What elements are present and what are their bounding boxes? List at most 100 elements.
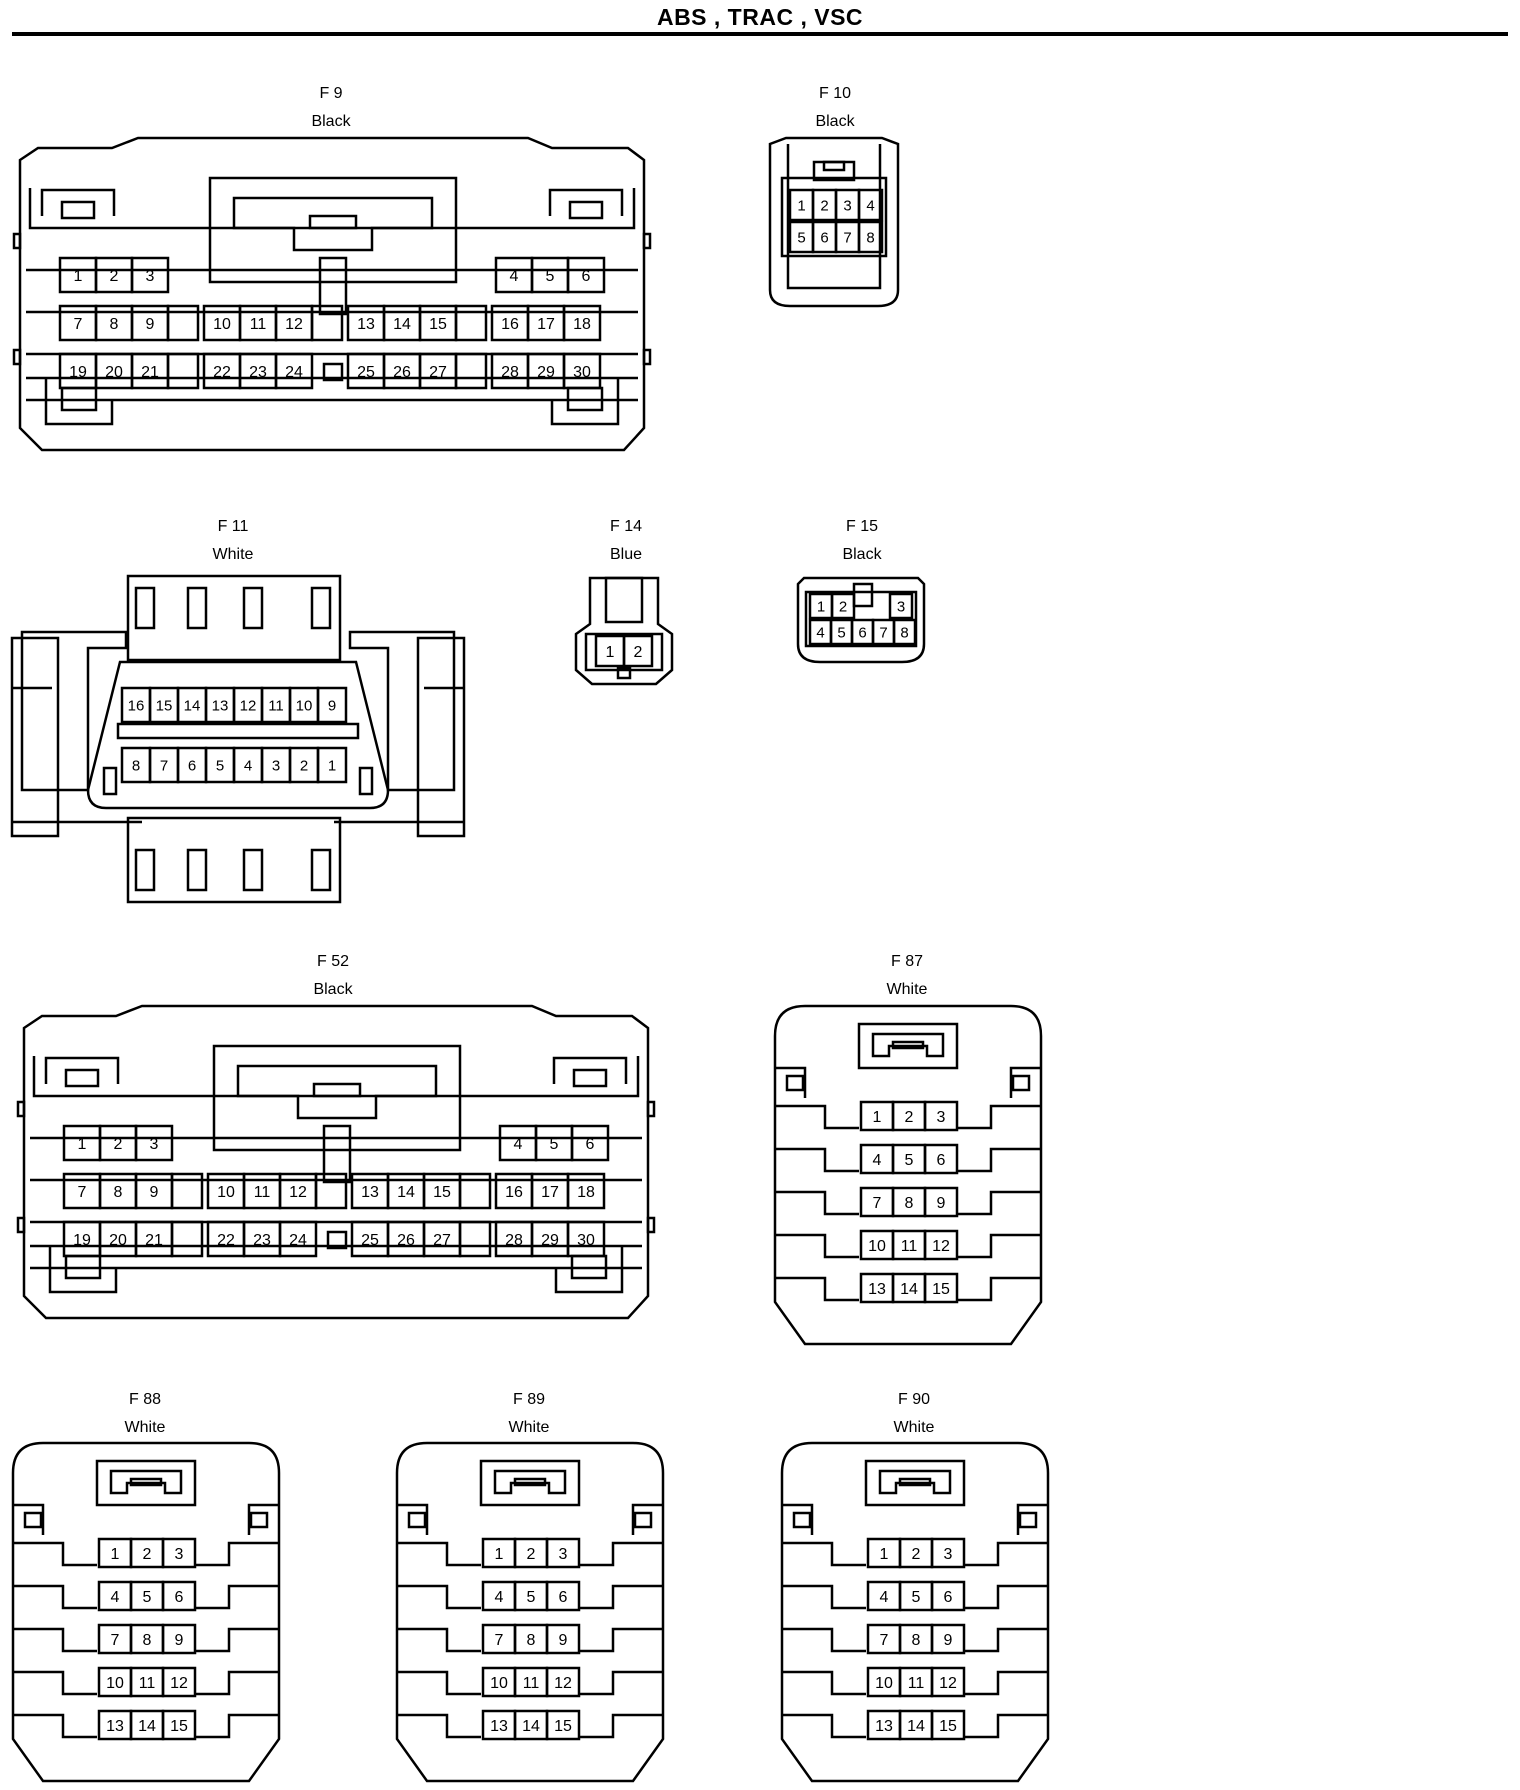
pin-number: 2 [634,644,643,661]
rail-step [964,1584,1048,1610]
pin-box [566,1220,606,1258]
pin-cell: 4 [498,1124,538,1162]
connector-color: White [893,1419,935,1436]
pin-number: 7 [78,1184,87,1201]
pin-number: 4 [111,1589,120,1606]
connector-color: Blue [609,546,643,563]
pin-cell: 1 [594,634,626,668]
pin-cell: 23 [238,352,278,390]
pin-cell: 7 [97,1623,133,1655]
rail-step [775,1104,859,1130]
center-rib [116,722,360,740]
lock-frame [857,1022,959,1070]
pin-cell: 5 [204,746,236,784]
pin-cell: 3 [888,592,914,620]
pin-cell: 27 [422,1220,462,1258]
pin-cell: 7 [148,746,180,784]
pin-number: 2 [114,1136,123,1153]
connector-label-f10: F 10 Black [735,84,935,132]
pin-cell: 6 [545,1580,581,1612]
pin-number: 7 [880,1632,889,1649]
pin-number: 1 [880,1546,889,1563]
pin-cell: 25 [346,352,386,390]
connector-color: Black [313,981,353,998]
pin-cell: 14 [129,1709,165,1741]
pin-cell: 1 [316,746,348,784]
blank-cavity [170,1220,204,1258]
pin-number: 3 [150,1136,159,1153]
pin-cell: 24 [274,352,314,390]
latch-clip [310,848,332,892]
pin-cell: 6 [566,256,606,294]
pin-number: 3 [897,598,905,615]
pin-number: 14 [900,1281,918,1298]
rail-step [397,1670,481,1696]
pin-number: 25 [361,1232,379,1249]
housing-outline [773,1004,1043,1346]
latch-clip [242,586,264,630]
rail [247,1503,279,1535]
pin-number: 6 [937,1152,946,1169]
rail-step [195,1541,279,1567]
pin-number: 6 [582,268,591,285]
pin-cell: 8 [898,1623,934,1655]
key-mark [326,1230,348,1250]
rail-step [957,1147,1041,1173]
pin-box [161,1623,197,1655]
pin-number: 26 [393,364,411,381]
pin-number: 8 [866,229,874,246]
pin-cell: 13 [866,1709,902,1741]
pin-number: 27 [433,1232,451,1249]
side-tab [12,232,22,250]
pin-number: 13 [875,1718,893,1735]
pin-number: 15 [433,1184,451,1201]
pin-box [857,220,884,254]
pin-number: 3 [843,197,851,214]
pin-number: 10 [875,1675,893,1692]
blank-cavity [170,1172,204,1210]
pin-number: 6 [858,624,866,641]
pin-box [161,1666,197,1698]
pin-number: 30 [577,1232,595,1249]
pin-number: 8 [110,316,119,333]
pin-number: 12 [554,1675,572,1692]
rail-step [782,1670,866,1696]
lock-slot [898,1477,932,1487]
pin-number: 7 [74,316,83,333]
blank-cavity [166,352,200,390]
rail-step [195,1584,279,1610]
pin-cell: 16 [120,686,152,724]
pin-cell: 12 [930,1666,966,1698]
connector-label-f14: F 14 Blue [526,517,726,565]
latch-bottom-left [44,378,114,426]
side-tab [646,1216,656,1234]
connector-label-f15: F 15 Black [762,517,962,565]
pin-cell: 15 [923,1272,959,1304]
pin-number: 3 [559,1546,568,1563]
pin-box [161,1709,197,1741]
pin-cell: 10 [481,1666,517,1698]
lock-frame [95,1459,197,1507]
pin-cell: 18 [562,304,602,342]
pin-number: 21 [141,364,159,381]
pin-box [923,1186,959,1218]
pin-number: 14 [397,1184,415,1201]
pin-number: 2 [143,1546,152,1563]
pin-number: 12 [289,1184,307,1201]
connector-id: F 89 [512,1391,545,1408]
page-title: ABS , TRAC , VSC [656,4,864,30]
pin-cell: 11 [891,1229,927,1261]
pin-cell: 10 [288,686,320,724]
side-tab [16,1100,26,1118]
pin-cell: 13 [204,686,236,724]
pin-number: 7 [879,624,887,641]
pin-number: 19 [69,364,87,381]
pin-box [274,352,314,390]
pin-number: 8 [527,1632,536,1649]
pin-box [622,634,654,668]
pin-number: 11 [254,1184,271,1201]
pin-cell: 2 [898,1537,934,1569]
rail-step [195,1627,279,1653]
